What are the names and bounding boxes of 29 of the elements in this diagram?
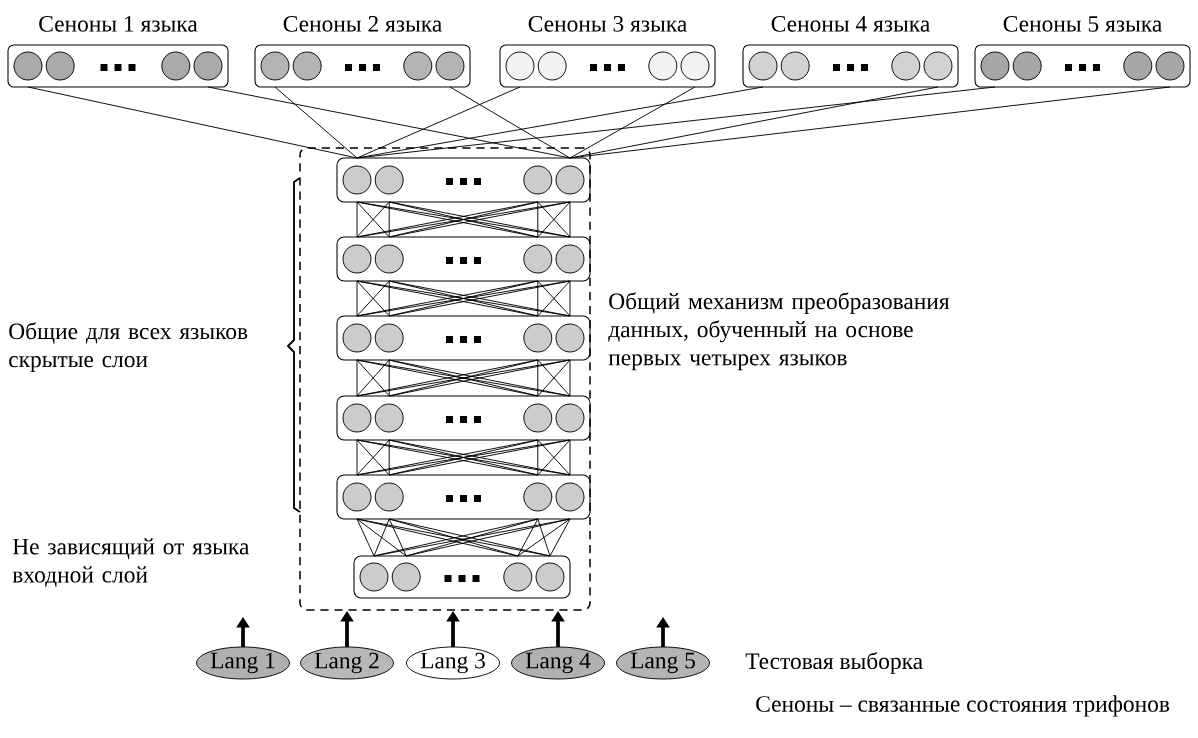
layer-title: Сеноны 2 языка [283, 16, 442, 32]
annotation: Общий механизм преобразования данных, обученный на основе первых четырех языков [608, 292, 950, 371]
connection-lines [27, 86, 358, 159]
connection-lines [356, 280, 571, 317]
connection-lines [449, 86, 571, 159]
layer-title: Сеноны 5 языка [1003, 16, 1162, 32]
connection-lines [356, 86, 521, 159]
layer-title: Сеноны 3 языка [528, 16, 687, 32]
connection-lines [356, 439, 571, 476]
connection-lines [207, 86, 571, 159]
annotation: Не зависящий от языка входной слой [12, 538, 250, 587]
connection-lines [356, 359, 571, 397]
neuron-layer [336, 157, 591, 203]
annotation: Тестовая выборка [745, 652, 923, 674]
layer-title: Сеноны 4 языка [771, 16, 930, 32]
neuron-layer [336, 395, 591, 441]
connection-lines [569, 86, 696, 159]
connection-lines [356, 86, 996, 159]
connection-lines [356, 518, 571, 557]
connection-lines [274, 86, 358, 159]
connection-lines [569, 86, 1171, 159]
neuron-layer [336, 474, 591, 520]
annotation: Сеноны – связанные состояния трифонов [756, 695, 1170, 717]
neuron-layer [353, 555, 571, 599]
connection-lines [356, 201, 571, 238]
annotation: Общие для всех языков скрытые слои [9, 322, 248, 373]
neuron-layer [336, 315, 591, 361]
neuron-layer [336, 236, 591, 282]
layer-title: Сеноны 1 языка [39, 16, 198, 32]
